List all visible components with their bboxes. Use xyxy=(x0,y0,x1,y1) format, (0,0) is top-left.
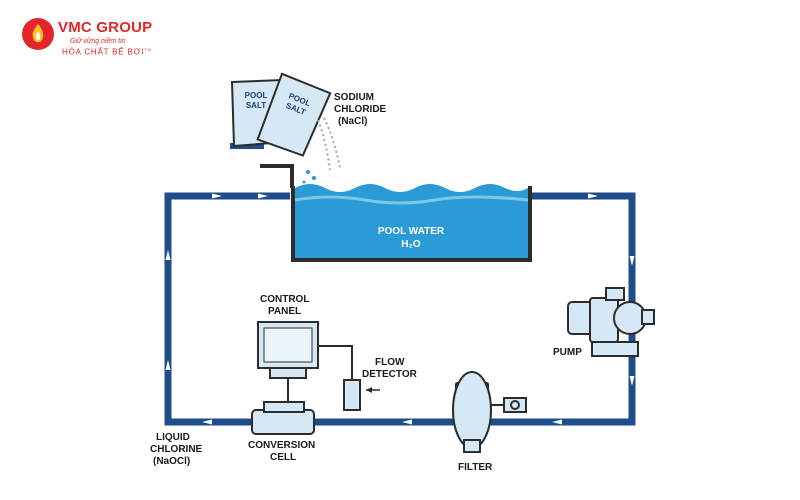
svg-text:CHLORIDE: CHLORIDE xyxy=(334,104,387,115)
svg-text:CONVERSION: CONVERSION xyxy=(248,440,315,451)
liquid-chlorine-label: LIQUID CHLORINE (NaOCl) xyxy=(150,432,203,467)
sodium-chloride-label: SODIUM CHLORIDE (NaCl) xyxy=(334,92,387,127)
svg-text:CHLORINE: CHLORINE xyxy=(150,444,203,455)
pool-basin: POOL WATER H₂O xyxy=(260,164,532,262)
left-pipe xyxy=(164,192,560,426)
pump: PUMP xyxy=(553,287,655,358)
flow-arrows xyxy=(165,193,635,425)
bag1-label-pool: POOL xyxy=(245,91,268,100)
svg-text:FLOW: FLOW xyxy=(375,357,405,368)
svg-text:DETECTOR: DETECTOR xyxy=(362,369,418,380)
h2o-label: H₂O xyxy=(401,239,421,250)
bag1-label-salt: SALT xyxy=(246,101,266,110)
svg-text:CONTROL: CONTROL xyxy=(260,294,309,305)
svg-text:LIQUID: LIQUID xyxy=(156,432,190,443)
logo-slogan: Giữ vững niềm tin xyxy=(70,38,126,45)
flow-detector: FLOW DETECTOR xyxy=(343,357,418,411)
flame-logo-icon xyxy=(22,18,54,50)
conversion-cell: CONVERSION CELL xyxy=(248,401,315,463)
logo-brand-name: VMC GROUP xyxy=(58,19,153,36)
svg-text:CELL: CELL xyxy=(270,452,296,463)
svg-text:(NaOCl): (NaOCl) xyxy=(153,456,190,467)
svg-text:(NaCl): (NaCl) xyxy=(338,116,367,127)
filter: FILTER xyxy=(452,371,527,473)
filter-label: FILTER xyxy=(458,462,493,473)
vmc-group-logo: VMC GROUP Giữ vững niềm tin HÓA CHẤT BỂ … xyxy=(22,16,222,62)
svg-text:SODIUM: SODIUM xyxy=(334,92,374,103)
pool-salt-bags: POOL SALT POOL SALT xyxy=(230,72,341,184)
svg-text:PANEL: PANEL xyxy=(268,306,301,317)
pool-water-label: POOL WATER xyxy=(378,226,445,237)
logo-subtitle: HÓA CHẤT BỂ BƠITM xyxy=(62,47,152,57)
pump-label: PUMP xyxy=(553,347,582,358)
control-panel: CONTROL PANEL xyxy=(257,294,353,402)
